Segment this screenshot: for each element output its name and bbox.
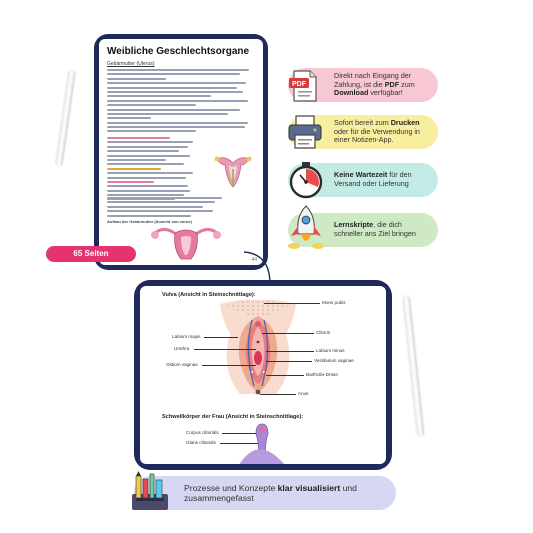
document-bottom-text <box>107 197 227 219</box>
document-subtitle: Gebärmutter (Uterus) <box>107 61 155 67</box>
art-supplies-icon <box>132 471 168 510</box>
label-labium-minus: Labium minus <box>316 348 345 353</box>
clitoris-illustration <box>239 423 285 464</box>
feature-text-visualized: Prozesse und Konzepte klar visualisiert … <box>184 482 357 503</box>
label-vestibulum-vaginae: Vestibulum vaginae <box>314 358 354 363</box>
stylus-pencil-right <box>402 296 425 436</box>
label-anus: Anus <box>298 391 309 396</box>
cavernous-section-title: Schwellkörper der Frau (Ansicht in Stein… <box>162 414 304 420</box>
label-bartholin: Bartholin-Drüse <box>306 372 338 377</box>
tablet-anatomy-preview: Vulva (Ansicht in Steinschnittlage): Mon… <box>134 280 392 470</box>
label-clitoris: Clitoris <box>316 330 331 335</box>
feature-text-scripts: Lernskripte, die dich schneller ans Ziel… <box>334 220 416 238</box>
svg-text:PDF: PDF <box>292 81 307 88</box>
label-urethra: Urethra <box>174 346 190 351</box>
feature-text-no-wait: Keine Wartezeit für den Versand oder Lie… <box>334 170 412 188</box>
document-text-block <box>107 69 255 135</box>
page-number-right: 44 <box>251 257 257 263</box>
stopwatch-icon <box>289 162 323 199</box>
connector-line <box>243 251 271 285</box>
figure-caption: Aufbau der Gebärmutter (Ansicht von vorn… <box>107 219 192 224</box>
label-mons-pubis: Mons pubis <box>322 300 346 305</box>
label-glans-clitoridis: Glans clitoridis <box>186 440 216 445</box>
rocket-icon <box>288 205 324 249</box>
uterus-illustration-small <box>214 156 252 188</box>
printer-icon <box>288 115 322 149</box>
vulva-illustration <box>220 300 296 395</box>
label-labium-majus: Labium majus <box>172 334 201 339</box>
feature-text-print: Sofort bereit zum Drucken oder für die V… <box>334 118 420 145</box>
pdf-file-icon: PDF <box>289 70 317 102</box>
label-corpus-clitoridis: Corpus clitoridis <box>186 430 219 435</box>
document-title: Weibliche Geschlechtsorgane <box>107 46 250 57</box>
document-page: Weibliche Geschlechtsorgane Gebärmutter … <box>99 39 263 265</box>
feature-text-download: Direkt nach Eingang der Zahlung, ist die… <box>334 71 415 98</box>
uterus-illustration-large <box>151 228 221 260</box>
feature-pill-visualized: Prozesse und Konzepte klar visualisiert … <box>134 476 396 510</box>
page-count-badge: 65 Seiten <box>46 246 136 262</box>
vulva-section-title: Vulva (Ansicht in Steinschnittlage): <box>162 292 256 298</box>
anatomy-page: Vulva (Ansicht in Steinschnittlage): Mon… <box>140 286 386 464</box>
label-ostium-vaginae: Ostium vaginae <box>166 362 198 367</box>
tablet-document-preview: Weibliche Geschlechtsorgane Gebärmutter … <box>94 34 268 270</box>
document-list-block <box>107 137 197 203</box>
stylus-pencil-left <box>55 69 76 167</box>
